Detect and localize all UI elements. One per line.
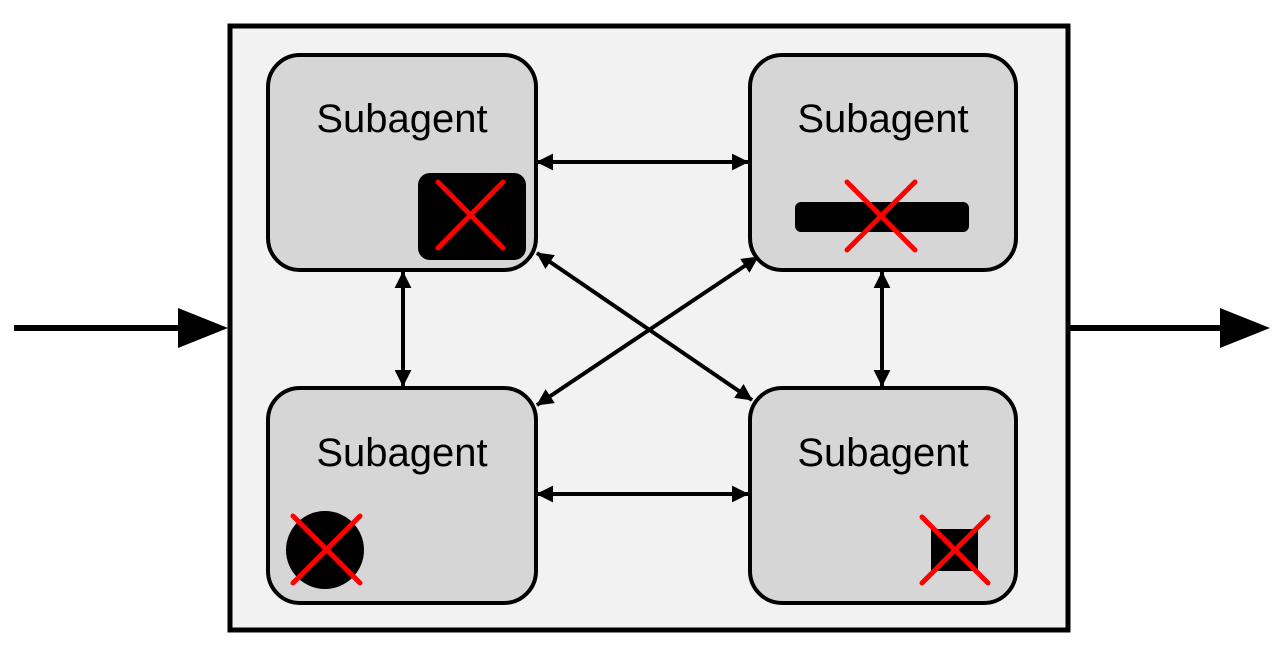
connection-diagonal-tr-bl (535, 255, 760, 407)
input-arrow (14, 308, 228, 348)
cross-icon (919, 514, 991, 586)
subagent-label: Subagent (797, 97, 968, 141)
subagent-label: Subagent (316, 431, 487, 475)
cross-icon (435, 179, 506, 251)
output-arrow (1068, 308, 1270, 348)
subagent-label: Subagent (797, 431, 968, 475)
subagent-top-left: Subagent (266, 53, 538, 272)
connections (394, 153, 891, 503)
subagent-bottom-right: Subagent (748, 386, 1018, 605)
subagent-bottom-left: Subagent (266, 386, 538, 605)
subagent-box (748, 53, 1018, 272)
cross-icon (844, 179, 918, 253)
subagent-top-right: Subagent (748, 53, 1018, 272)
subagent-label: Subagent (316, 97, 487, 141)
cross-icon (290, 513, 363, 586)
